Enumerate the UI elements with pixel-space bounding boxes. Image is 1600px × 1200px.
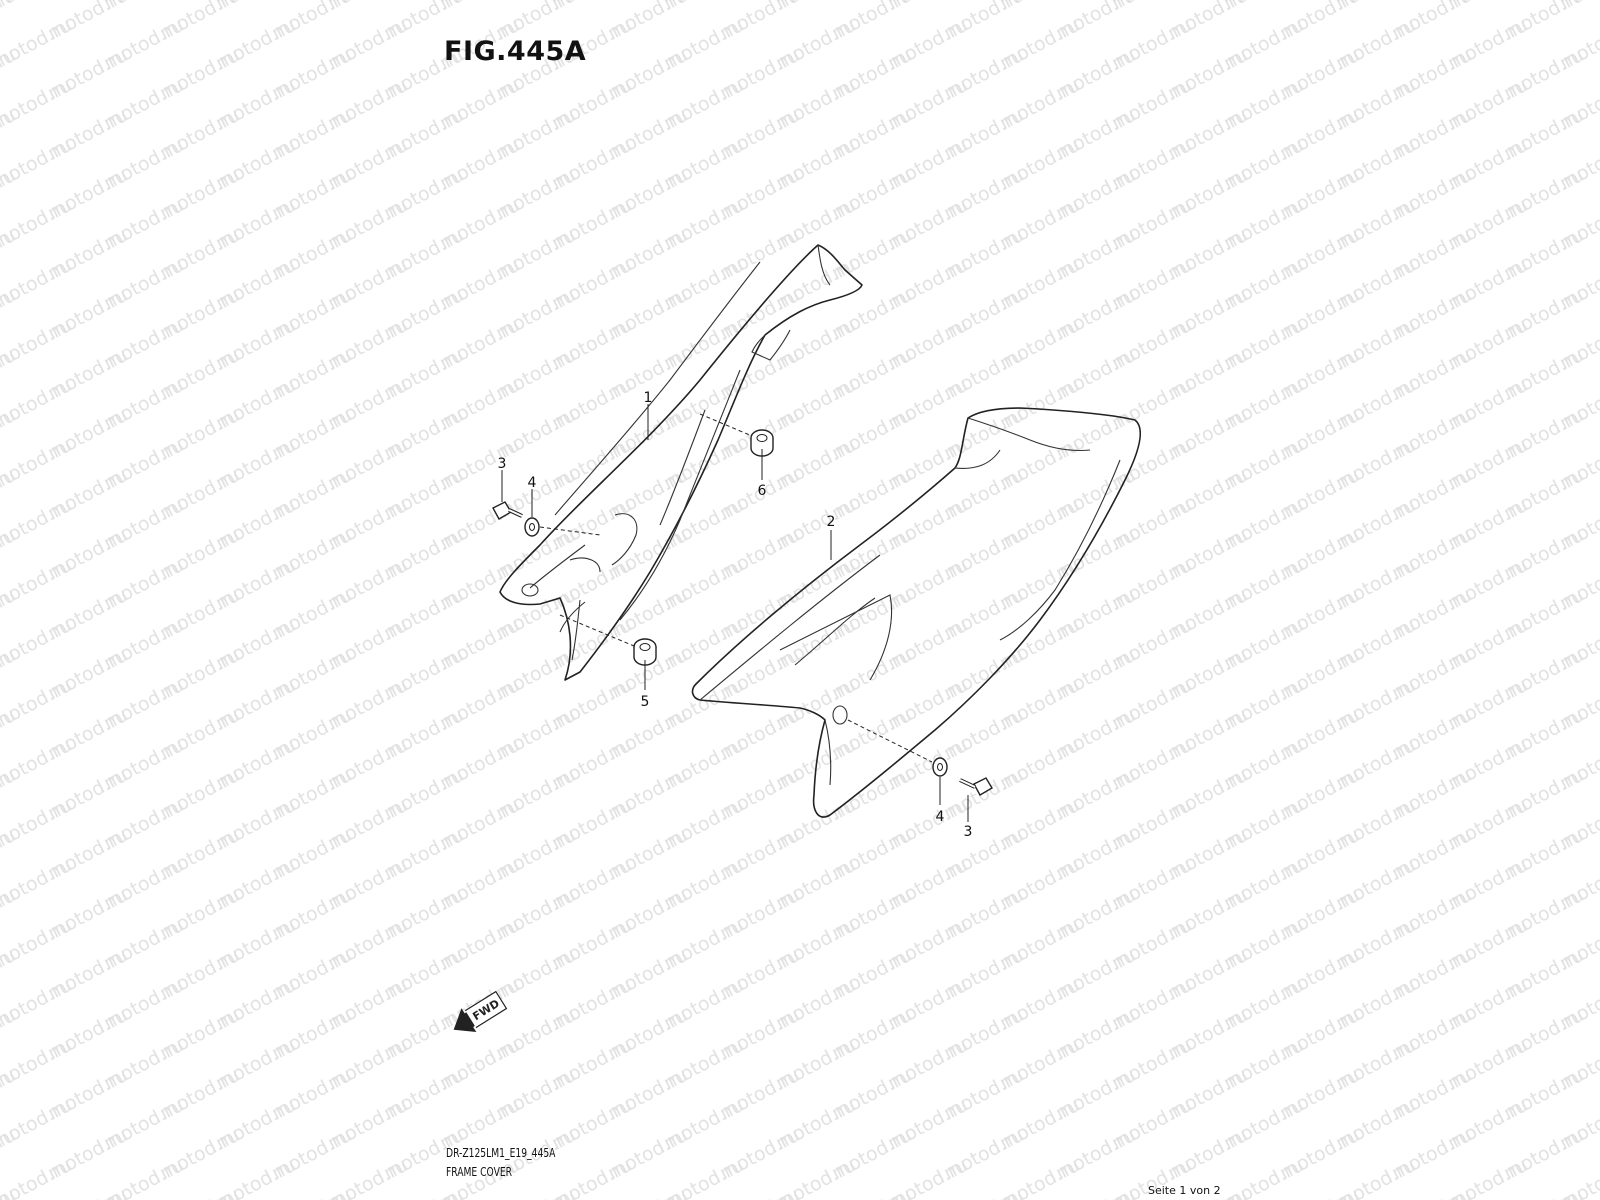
fwd-arrow-icon: FWD xyxy=(453,990,508,1033)
right-frame-cover xyxy=(691,407,1141,818)
section-name: FRAME COVER xyxy=(446,1165,513,1179)
callout-1: 1 xyxy=(644,390,653,406)
left-frame-cover xyxy=(499,244,863,681)
figure-title: FIG.445A xyxy=(444,36,587,67)
callout-3-left: 3 xyxy=(498,456,507,472)
page-info: Seite 1 von 2 xyxy=(1148,1184,1221,1197)
callout-6: 6 xyxy=(758,483,767,499)
callout-5: 5 xyxy=(641,694,650,710)
washer-right xyxy=(932,757,948,777)
bolt-left xyxy=(492,501,523,520)
callout-4-right: 4 xyxy=(936,809,945,825)
model-code: DR-Z125LM1_E19_445A xyxy=(446,1146,556,1160)
grommet-6 xyxy=(750,429,774,457)
washer-left xyxy=(524,517,540,537)
callout-2: 2 xyxy=(827,514,836,530)
callout-3-right: 3 xyxy=(964,824,973,840)
bolt-right xyxy=(959,777,993,796)
callout-4-left: 4 xyxy=(528,475,537,491)
